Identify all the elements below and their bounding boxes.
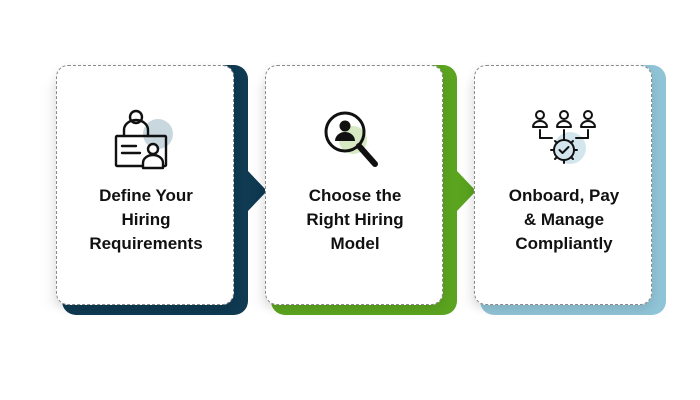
card-face: Onboard, Pay & Manage Compliantly — [474, 65, 652, 305]
step-title: Choose the Right Hiring Model — [272, 184, 438, 256]
step-title-line: Onboard, Pay — [508, 186, 620, 205]
step-title: Onboard, Pay & Manage Compliantly — [481, 184, 647, 256]
step-title-line: & Manage — [523, 210, 605, 229]
step-title-line: Right Hiring — [306, 210, 404, 229]
workstation-user-icon — [114, 109, 173, 170]
card-face: Choose the Right Hiring Model — [265, 65, 443, 305]
team-gear-check-icon — [532, 110, 596, 164]
step-title-line: Hiring — [121, 210, 171, 229]
card-face: Define Your Hiring Requirements — [56, 65, 234, 305]
step-title-line: Compliantly — [515, 234, 613, 253]
step-title: Define Your Hiring Requirements — [63, 184, 229, 256]
step-title-line: Define Your — [99, 186, 193, 205]
step-title-line: Requirements — [89, 234, 203, 253]
step-title-line: Choose the — [308, 186, 402, 205]
step-card-define-requirements: Define Your Hiring Requirements — [42, 65, 267, 315]
step-card-choose-model: Choose the Right Hiring Model — [251, 65, 476, 315]
step-card-onboard-pay-manage: Onboard, Pay & Manage Compliantly — [460, 65, 666, 315]
next-arrow — [457, 171, 476, 211]
step-title-line: Model — [330, 234, 380, 253]
magnifier-person-icon — [324, 111, 378, 167]
next-arrow — [248, 171, 267, 211]
